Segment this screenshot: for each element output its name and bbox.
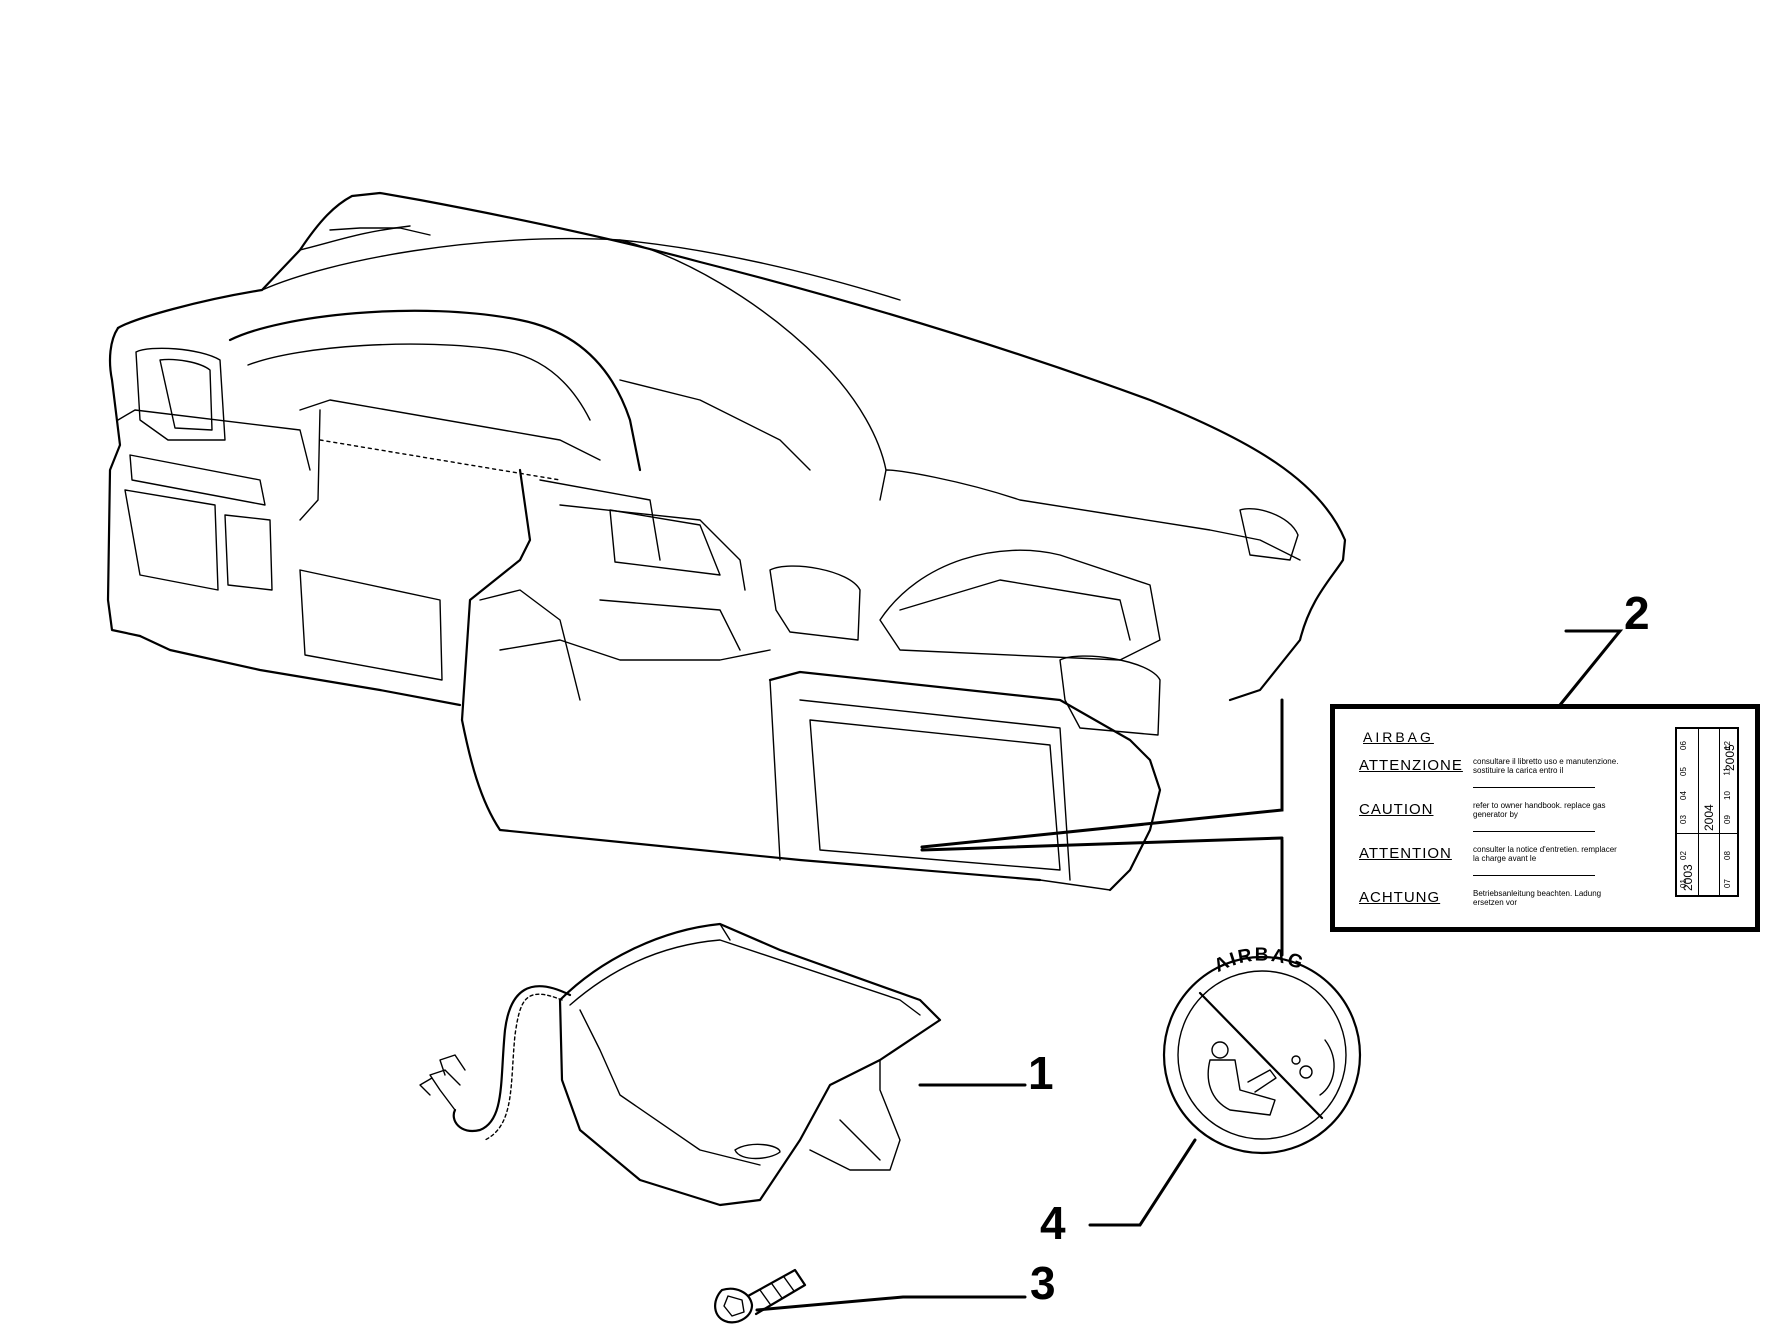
fixing-screw [714, 1268, 807, 1324]
month-02: 02 [1678, 851, 1688, 860]
month-08: 08 [1722, 851, 1732, 860]
child-seat-icon [1207, 1059, 1276, 1116]
airbag-warning-label: AIRBAG ATTENZIONE consultare il libretto… [1330, 704, 1760, 932]
airbag-dot-icon [1291, 1055, 1301, 1065]
label-text-italian: consultare il libretto uso e manutenzion… [1473, 757, 1619, 775]
label-separator [1473, 875, 1595, 876]
month-09: 09 [1722, 815, 1732, 824]
callout-4: 4 [1040, 1197, 1066, 1249]
label-separator [1473, 831, 1595, 832]
label-heading-french: ATTENTION [1359, 845, 1452, 862]
label-text-english: refer to owner handbook. replace gas gen… [1473, 801, 1606, 819]
sticker-inner-circle [1177, 970, 1347, 1140]
month-01: 01 [1678, 879, 1688, 888]
year-2004: 2004 [1702, 804, 1716, 831]
month-10: 10 [1722, 791, 1732, 800]
label-separator [1473, 787, 1595, 788]
install-line-label-top [920, 698, 1284, 849]
label-heading-english: CAUTION [1359, 801, 1434, 818]
airbag-warning-sticker: AIRBAG [1162, 945, 1362, 1155]
month-04: 04 [1678, 791, 1688, 800]
label-title: AIRBAG [1363, 729, 1434, 745]
month-11: 11 [1722, 767, 1732, 776]
label-heading-german: ACHTUNG [1359, 889, 1441, 906]
leader-4 [1088, 1138, 1197, 1227]
sticker-text: AIRBAG [1211, 945, 1308, 977]
callout-1: 1 [1028, 1047, 1054, 1099]
leader-2 [1558, 629, 1624, 707]
passenger-airbag-module [419, 922, 942, 1207]
label-text-french: consulter la notice d'entretien. remplac… [1473, 845, 1617, 863]
sticker-text-path: AIRBAG [1211, 945, 1306, 977]
label-text-german: Betriebsanleitung beachten. Ladung erset… [1473, 889, 1602, 907]
month-07: 07 [1722, 879, 1732, 888]
callout-2: 2 [1624, 587, 1650, 639]
callout-3: 3 [1030, 1257, 1056, 1309]
month-03: 03 [1678, 815, 1688, 824]
prohibition-bar [1198, 991, 1324, 1120]
leader-3 [755, 1295, 1027, 1312]
month-06: 06 [1678, 741, 1688, 750]
dashboard-drawing [106, 191, 1347, 892]
month-12: 12 [1722, 741, 1732, 750]
leader-lines [755, 629, 1624, 1312]
install-line-label-bottom [920, 836, 1284, 852]
expiry-year-grid: 2003 2004 2005 01 02 03 04 05 06 07 08 0… [1675, 727, 1739, 897]
month-05: 05 [1678, 767, 1688, 776]
sticker-outer-circle [1162, 955, 1362, 1155]
label-heading-italian: ATTENZIONE [1359, 757, 1463, 774]
